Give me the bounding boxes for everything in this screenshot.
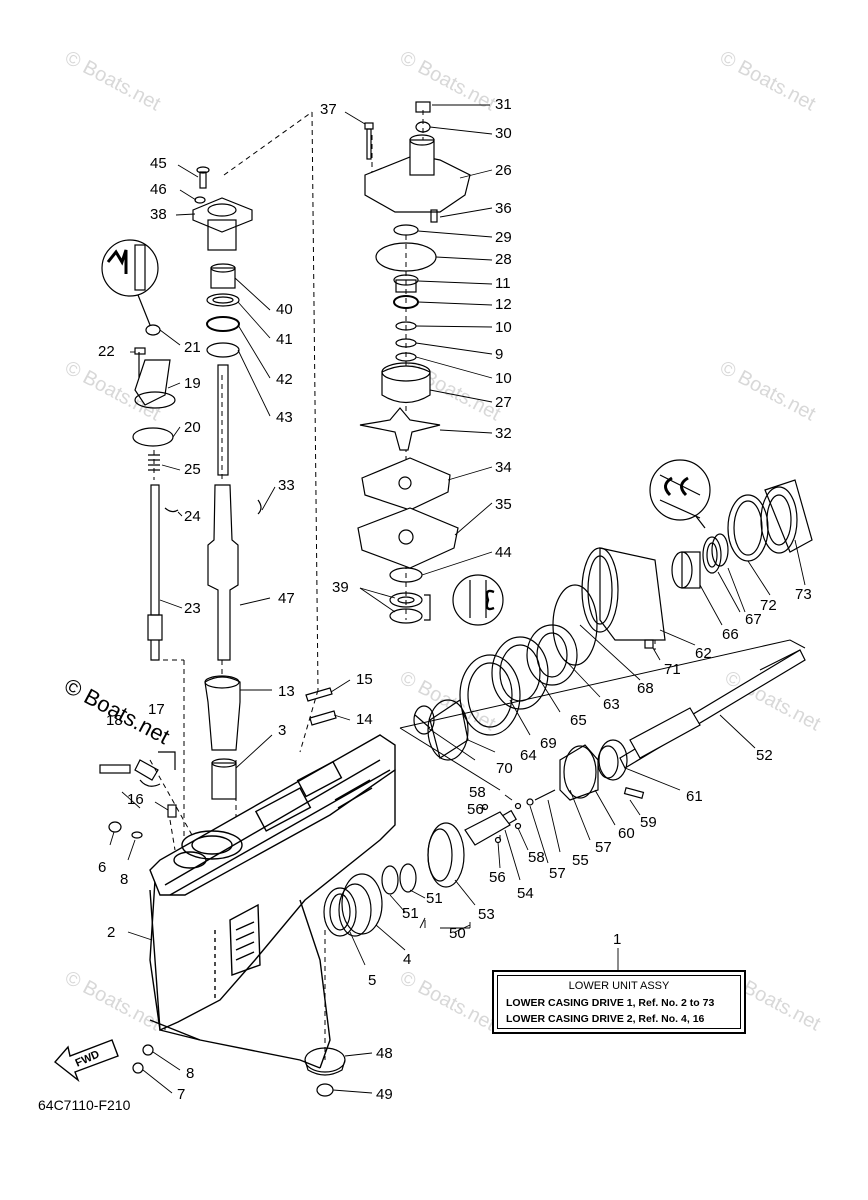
legend-title: LOWER UNIT ASSY bbox=[568, 980, 670, 992]
callout-number: 64 bbox=[520, 747, 537, 764]
callout-number: 26 bbox=[495, 162, 512, 179]
callout-number: 49 bbox=[376, 1086, 393, 1103]
callout-number: 57 bbox=[549, 865, 566, 882]
callout-number: 3 bbox=[278, 722, 287, 739]
callout-number: 54 bbox=[517, 885, 534, 902]
callout-number: 67 bbox=[745, 611, 762, 628]
callout-number: 10 bbox=[495, 319, 512, 336]
legend-box: LOWER UNIT ASSY LOWER CASING DRIVE 1, Re… bbox=[492, 970, 746, 1034]
callout-number: 60 bbox=[618, 825, 635, 842]
callout-number: 28 bbox=[495, 251, 512, 268]
callout-number: 51 bbox=[426, 890, 443, 907]
callout-number: 9 bbox=[495, 346, 504, 363]
callout-number: 56 bbox=[467, 801, 484, 818]
fwd-arrow bbox=[53, 1039, 119, 1083]
callout-number: 71 bbox=[664, 661, 681, 678]
callout-number: 69 bbox=[540, 735, 557, 752]
callout-number: 72 bbox=[760, 597, 777, 614]
lower-casing bbox=[149, 734, 396, 1069]
legend-ref-number: 1 bbox=[613, 931, 622, 948]
callout-number: 32 bbox=[495, 425, 512, 442]
callout-number: 13 bbox=[278, 683, 295, 700]
callout-number: 22 bbox=[98, 343, 115, 360]
callout-number: 55 bbox=[572, 852, 589, 869]
callout-number: 38 bbox=[150, 206, 167, 223]
callout-number: 70 bbox=[496, 760, 513, 777]
callout-number: 25 bbox=[184, 461, 201, 478]
callout-number: 27 bbox=[495, 394, 512, 411]
figure-code: 64C7110-F210 bbox=[38, 1097, 131, 1113]
callout-number: 39 bbox=[332, 579, 349, 596]
callout-number: 37 bbox=[320, 101, 337, 118]
callout-number: 2 bbox=[107, 924, 116, 941]
callout-number: 50 bbox=[449, 925, 466, 942]
callout-number: 5 bbox=[368, 972, 377, 989]
callout-number: 56 bbox=[489, 869, 506, 886]
callout-number: 42 bbox=[276, 371, 293, 388]
callout-number: 33 bbox=[278, 477, 295, 494]
callout-number: 8 bbox=[120, 871, 129, 888]
callout-number: 21 bbox=[184, 339, 201, 356]
callout-number: 68 bbox=[637, 680, 654, 697]
legend-line-2: LOWER CASING DRIVE 2, Ref. No. 4, 16 bbox=[506, 1013, 705, 1025]
callout-number: 52 bbox=[756, 747, 773, 764]
callout-number: 43 bbox=[276, 409, 293, 426]
callout-number: 8 bbox=[186, 1065, 195, 1082]
callout-number: 58 bbox=[469, 784, 486, 801]
legend-frame bbox=[497, 975, 741, 1029]
callout-number: 31 bbox=[495, 96, 512, 113]
callout-number: 57 bbox=[595, 839, 612, 856]
callout-number: 46 bbox=[150, 181, 167, 198]
legend-line-1: LOWER CASING DRIVE 1, Ref. No. 2 to 73 bbox=[506, 997, 715, 1009]
callout-number: 4 bbox=[403, 951, 412, 968]
callout-number: 59 bbox=[640, 814, 657, 831]
callout-number: 29 bbox=[495, 229, 512, 246]
callout-number: 62 bbox=[695, 645, 712, 662]
callout-number: 12 bbox=[495, 296, 512, 313]
callout-number: 10 bbox=[495, 370, 512, 387]
callout-number: 34 bbox=[495, 459, 512, 476]
callout-number: 24 bbox=[184, 508, 201, 525]
callout-number: 51 bbox=[402, 905, 419, 922]
callout-number: 20 bbox=[184, 419, 201, 436]
callout-number: 45 bbox=[150, 155, 167, 172]
callout-number: 66 bbox=[722, 626, 739, 643]
callout-number: 23 bbox=[184, 600, 201, 617]
callout-number: 18 bbox=[106, 712, 123, 729]
callout-number: 41 bbox=[276, 331, 293, 348]
callout-number: 14 bbox=[356, 711, 373, 728]
callout-number: 6 bbox=[98, 859, 107, 876]
callout-number: 63 bbox=[603, 696, 620, 713]
callout-number: 15 bbox=[356, 671, 373, 688]
callout-number: 35 bbox=[495, 496, 512, 513]
callout-number: 30 bbox=[495, 125, 512, 142]
callout-number: 61 bbox=[686, 788, 703, 805]
callout-number: 73 bbox=[795, 586, 812, 603]
callout-number: 65 bbox=[570, 712, 587, 729]
callout-number: 48 bbox=[376, 1045, 393, 1062]
callout-number: 53 bbox=[478, 906, 495, 923]
callout-number: 19 bbox=[184, 375, 201, 392]
callout-number: 40 bbox=[276, 301, 293, 318]
callout-number: 44 bbox=[495, 544, 512, 561]
callout-number: 16 bbox=[127, 791, 144, 808]
callout-number: 47 bbox=[278, 590, 295, 607]
callout-number: 36 bbox=[495, 200, 512, 217]
callout-number: 17 bbox=[148, 701, 165, 718]
callout-number: 11 bbox=[495, 275, 511, 292]
callout-number: 58 bbox=[528, 849, 545, 866]
callout-number: 7 bbox=[177, 1086, 186, 1103]
